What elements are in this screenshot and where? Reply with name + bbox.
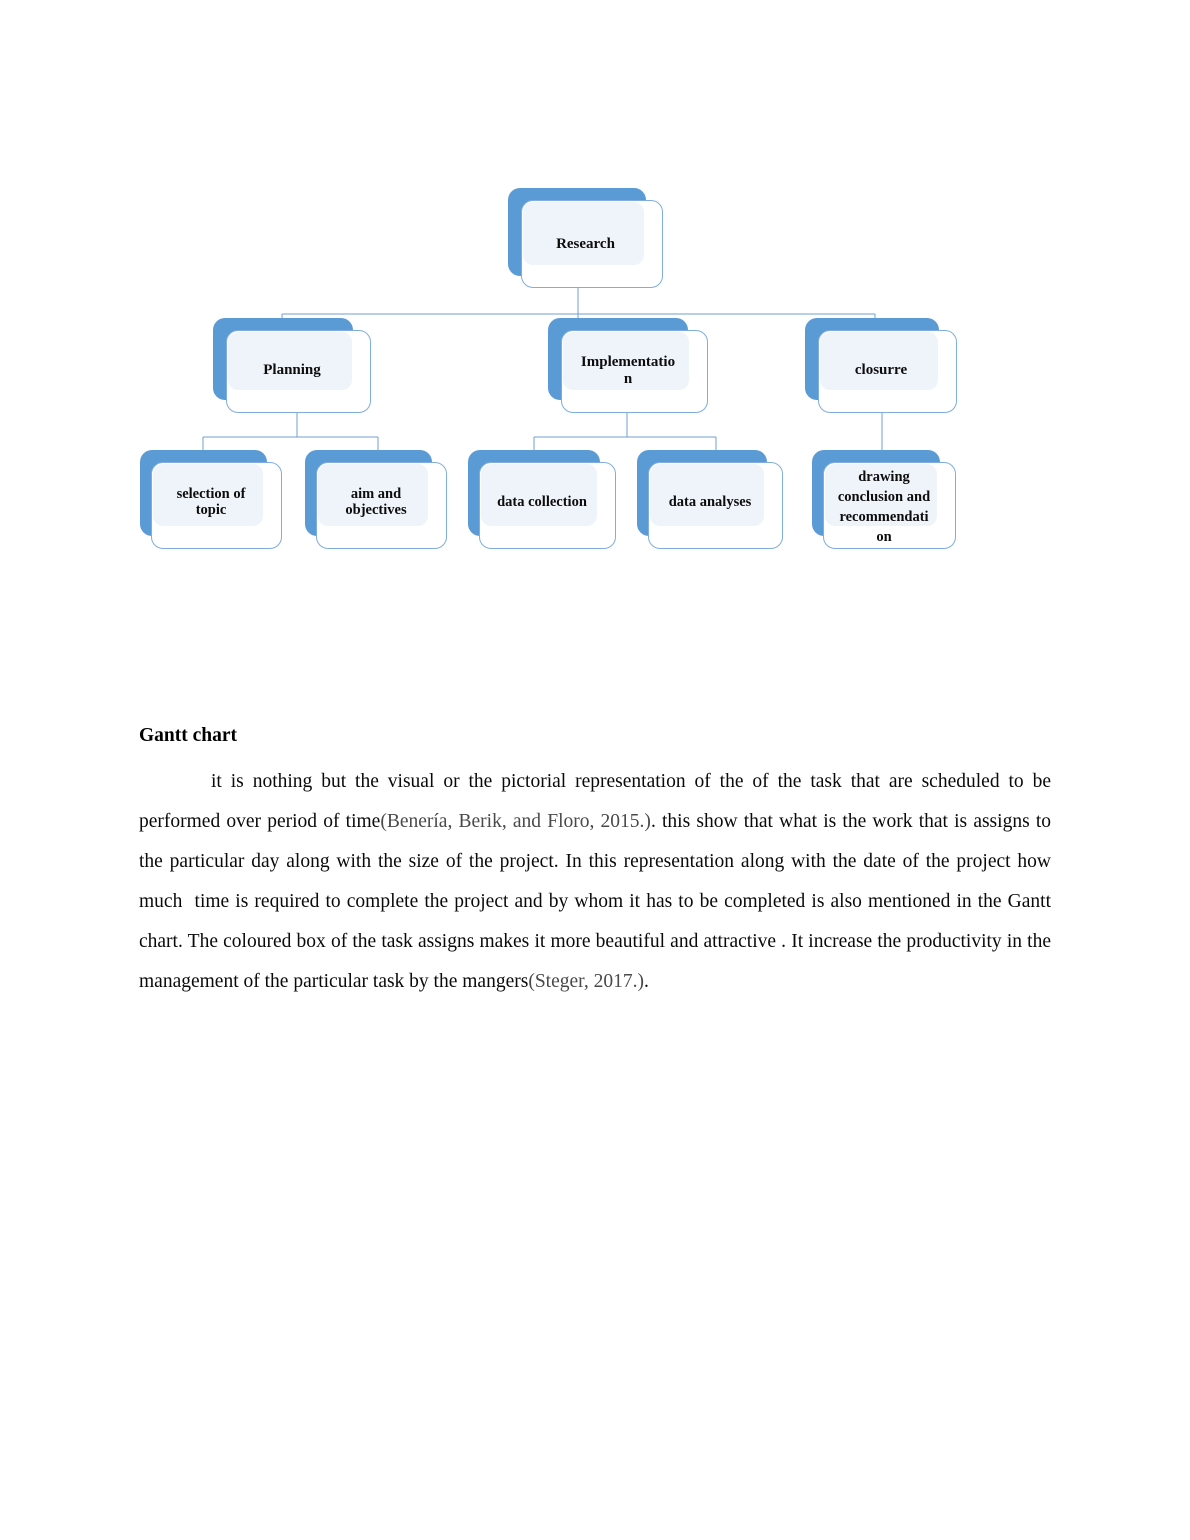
research-process-org-chart: Research Planning Implementatio n closur… <box>0 0 1190 600</box>
node-implementation[interactable]: Implementatio n <box>548 318 708 413</box>
node-data-collection[interactable]: data collection <box>468 450 616 549</box>
paragraph-part-2: . this show that what is the work that i… <box>139 810 1061 992</box>
node-card <box>316 462 447 549</box>
node-research[interactable]: Research <box>508 188 663 288</box>
node-card <box>151 462 282 549</box>
node-card <box>561 330 708 413</box>
node-card <box>648 462 783 549</box>
node-card-fill <box>228 332 352 390</box>
node-card <box>823 462 956 549</box>
node-card-fill <box>563 332 689 390</box>
node-label: data collection <box>497 494 587 510</box>
paragraph-part-1: it is nothing but the visual or the pict… <box>139 770 1056 832</box>
paragraph-part-3: . <box>643 970 649 992</box>
node-label: aim and objectives <box>345 486 407 519</box>
node-card-fill <box>650 464 764 526</box>
node-label: selection of topic <box>176 486 246 519</box>
citation-steger: (Steger, 2017.) <box>528 970 644 992</box>
node-card <box>521 200 663 288</box>
citation-beneria: (Benería, Berik, and Floro, 2015.) <box>380 810 651 832</box>
node-card <box>226 330 371 413</box>
node-card-fill <box>153 464 263 526</box>
document-body: Gantt chart it is nothing but the visual… <box>139 726 1051 1002</box>
node-card-fill <box>481 464 597 526</box>
node-data-analyses[interactable]: data analyses <box>637 450 783 549</box>
node-selection-of-topic[interactable]: selection of topic <box>140 450 282 549</box>
node-label: data analyses <box>668 494 752 510</box>
node-card-fill <box>318 464 428 526</box>
node-card-fill <box>523 202 644 265</box>
node-card-fill <box>825 464 937 526</box>
node-label: Implementatio n <box>580 354 676 387</box>
node-aim-and-objectives[interactable]: aim and objectives <box>305 450 447 549</box>
node-card <box>818 330 957 413</box>
node-card <box>479 462 616 549</box>
node-planning[interactable]: Planning <box>213 318 371 413</box>
node-drawing-conclusion[interactable]: drawing conclusion and recommendati on <box>812 450 956 549</box>
node-label: Research <box>556 236 615 252</box>
body-paragraph: it is nothing but the visual or the pict… <box>139 762 1051 1002</box>
section-heading: Gantt chart <box>139 725 238 746</box>
node-label: Planning <box>263 362 321 378</box>
node-card-fill <box>820 332 938 390</box>
node-label: closurre <box>854 362 908 378</box>
node-label: drawing conclusion and recommendati on <box>837 469 931 545</box>
node-closurre[interactable]: closurre <box>805 318 957 413</box>
